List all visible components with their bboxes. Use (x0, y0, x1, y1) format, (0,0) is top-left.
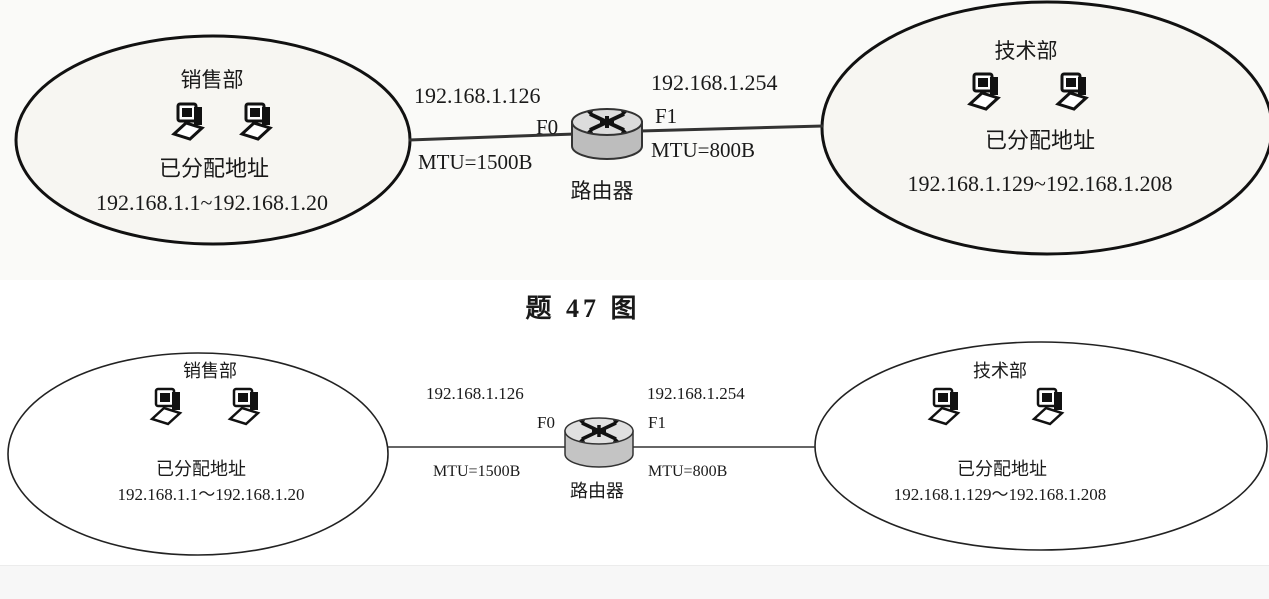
tech-network-ellipse (814, 341, 1268, 551)
f0-ip-label: 192.168.1.126 (414, 83, 541, 108)
tech-network-ellipse (820, 0, 1269, 256)
f0-mtu-label: MTU=1500B (433, 463, 521, 480)
tech-assigned-label: 已分配地址 (957, 459, 1047, 479)
sales-address-range: 192.168.1.1~192.168.1.20 (96, 190, 328, 215)
f1-port-label: F1 (655, 104, 678, 128)
f1-port-label: F1 (648, 413, 666, 432)
tech-dept-label: 技术部 (994, 39, 1058, 63)
f0-port-label: F0 (536, 115, 559, 139)
router-label: 路由器 (570, 481, 624, 501)
tech-assigned-label: 已分配地址 (984, 128, 1096, 153)
router-icon (564, 417, 634, 468)
top-network-figure: 销售部 已分配地址 192.168.1.1~192.168.1.20 技术部 已… (0, 0, 1269, 280)
computer-icon (927, 387, 961, 426)
sales-network-ellipse (7, 352, 389, 556)
tech-address-range: 192.168.1.129~192.168.1.208 (907, 171, 1173, 196)
computer-icon (1055, 72, 1089, 111)
computer-icon (967, 72, 1001, 111)
f0-port-label: F0 (537, 413, 555, 432)
computer-icon (227, 387, 261, 426)
sales-dept-label: 销售部 (183, 361, 237, 381)
bottom-network-figure: 销售部 已分配地址 192.168.1.1～192.168.1.20 技术部 已… (0, 340, 1269, 565)
sales-assigned-label: 已分配地址 (156, 459, 246, 479)
computer-icon (149, 387, 183, 426)
tech-address-range: 192.168.1.129～192.168.1.208 (893, 485, 1107, 504)
bottom-network-svg (7, 341, 1268, 556)
f1-mtu-label: MTU=800B (648, 463, 728, 480)
computer-icon (171, 102, 205, 141)
computer-icon (1031, 387, 1065, 426)
f1-mtu-label: MTU=800B (651, 138, 756, 162)
tech-dept-label: 技术部 (973, 361, 1027, 381)
figure-caption: 题 47 图 (525, 294, 641, 323)
sales-address-range: 192.168.1.1～192.168.1.20 (117, 485, 305, 504)
page-bottom-strip (0, 565, 1269, 599)
sales-dept-label: 销售部 (180, 68, 244, 92)
router-icon (571, 108, 643, 160)
link-router-tech (639, 124, 824, 133)
f0-mtu-label: MTU=1500B (418, 150, 533, 174)
sales-assigned-label: 已分配地址 (158, 156, 270, 181)
router-label: 路由器 (570, 179, 634, 203)
computer-icon (239, 102, 273, 141)
f1-ip-label: 192.168.1.254 (647, 384, 745, 403)
top-network-svg (14, 0, 1269, 256)
f1-ip-label: 192.168.1.254 (651, 70, 778, 95)
link-sales-router (408, 132, 576, 142)
f0-ip-label: 192.168.1.126 (426, 384, 524, 403)
